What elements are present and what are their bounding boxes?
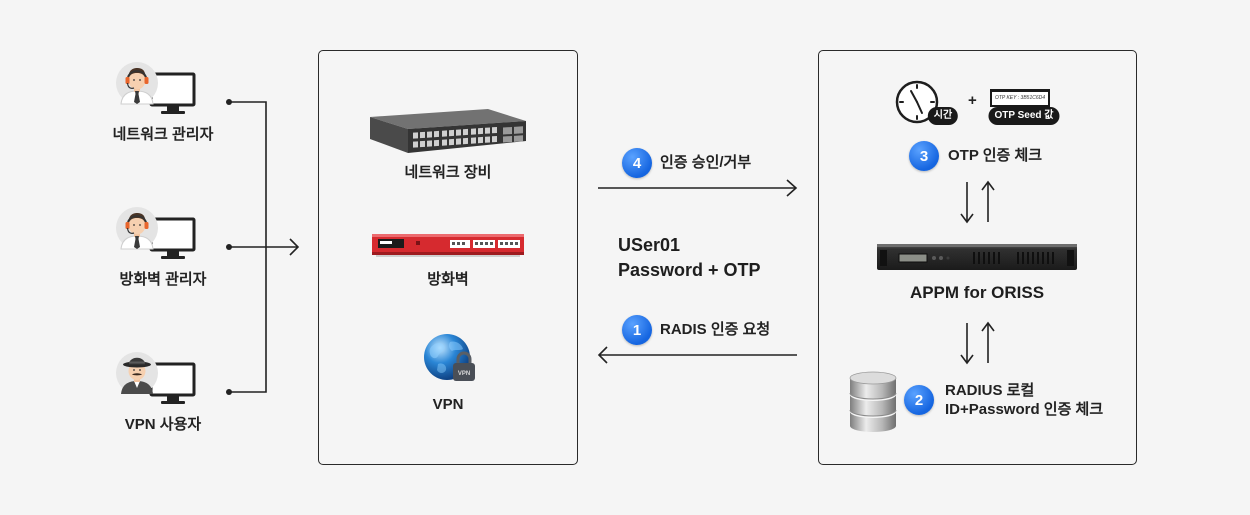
appliance-label: APPM for ORISS: [909, 283, 1045, 302]
vpn-user-icon: [116, 352, 196, 404]
vpn-globe-lock-icon: VPN: [424, 334, 475, 381]
step-3-label: OTP 인증 체크: [948, 147, 1043, 164]
vpn-lock-lettering: VPN: [458, 371, 470, 377]
firewall-appliance-icon: [372, 234, 524, 257]
clock-icon: [895, 80, 939, 124]
headset-admin-icon: [116, 62, 158, 105]
device-panel: [318, 50, 578, 465]
request-arrowhead: [597, 346, 608, 364]
otp-down-arrowhead: [960, 213, 974, 224]
step-2-badge: 2: [904, 385, 934, 415]
firewall-admin-icon: [116, 207, 196, 259]
otp-up-arrowhead: [981, 180, 995, 191]
headset-admin-icon: [116, 207, 158, 250]
vpn-user-label: VPN 사용자: [124, 416, 202, 433]
rack-server-icon: [877, 244, 1077, 270]
approve-arrowhead: [786, 179, 798, 197]
database-icon: [849, 371, 897, 432]
auth-server-panel: [818, 50, 1137, 465]
plus-sign: +: [968, 92, 977, 109]
vpn-device-label: VPN: [432, 396, 464, 413]
hat-user-icon: [116, 352, 158, 394]
credential-secret: Password + OTP: [618, 260, 761, 280]
db-down-arrowhead: [960, 354, 974, 365]
firewall-admin-label: 방화벽 관리자: [119, 271, 207, 288]
step-1-badge: 1: [622, 315, 652, 345]
db-up-arrowhead: [981, 321, 995, 332]
network-admin-label: 네트워크 관리자: [112, 126, 214, 143]
step-2-label-line1: RADIUS 로컬: [945, 382, 1035, 399]
user-to-devices-arrowhead: [289, 238, 300, 256]
otp-card-icon: OTP KEY : 3B51C6D4: [990, 89, 1050, 107]
credential-user: USer01: [618, 235, 681, 255]
connector-dot: [226, 389, 232, 395]
connector-dot: [226, 244, 232, 250]
time-badge: 시간: [927, 107, 959, 125]
network-admin-icon: [116, 62, 196, 114]
step-2-label-line2: ID+Password 인증 체크: [945, 401, 1104, 418]
connector-dot: [226, 99, 232, 105]
network-switch-icon: [370, 109, 526, 153]
network-device-label: 네트워크 장비: [404, 164, 492, 181]
otp-seed-badge: OTP Seed 값: [988, 107, 1060, 125]
firewall-device-label: 방화벽: [427, 271, 469, 288]
step-4-badge: 4: [622, 148, 652, 178]
step-1-label: RADIS 인증 요청: [660, 321, 771, 338]
step-4-label: 인증 승인/거부: [660, 154, 752, 171]
step-3-badge: 3: [909, 141, 939, 171]
